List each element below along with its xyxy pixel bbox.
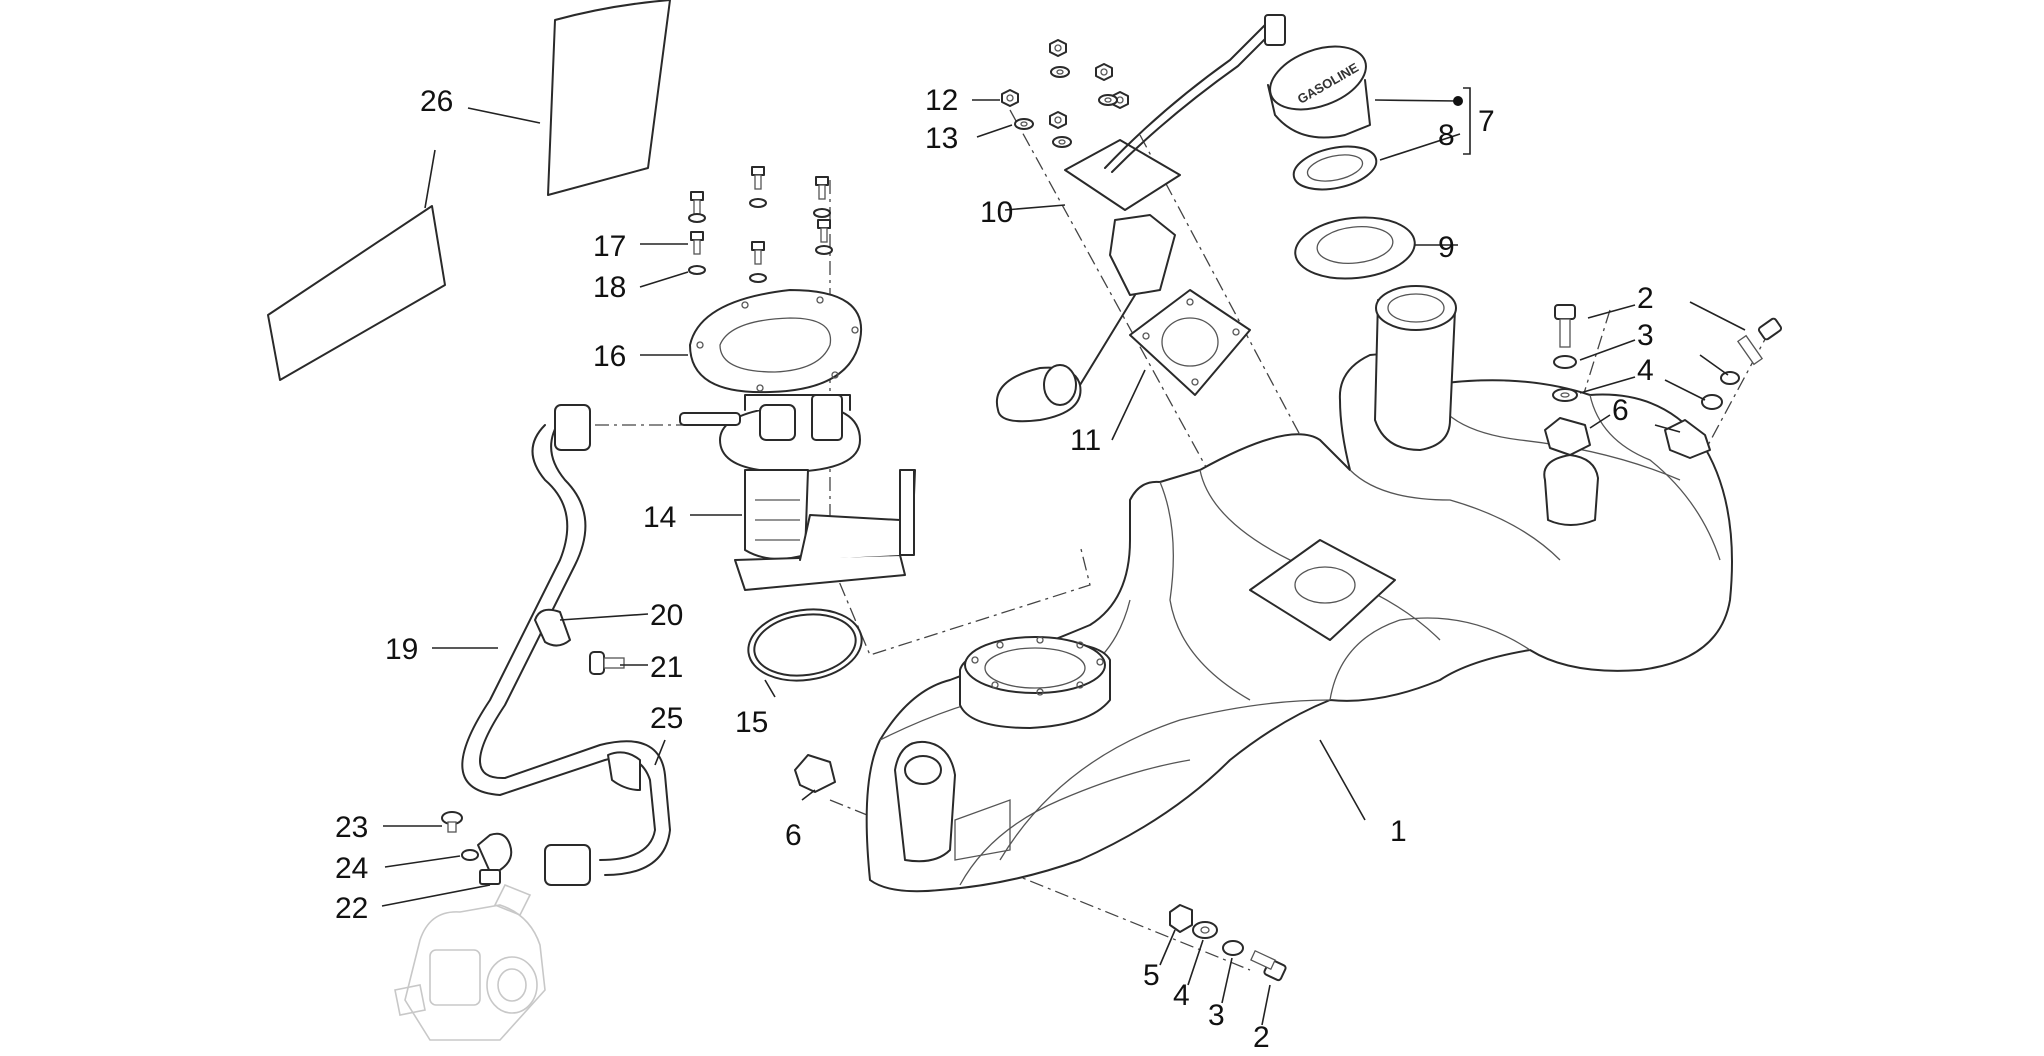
callout-19: 19 <box>385 633 418 666</box>
callout-2-upper: 2 <box>1637 282 1654 315</box>
part-4-washer-lower <box>1192 921 1218 939</box>
part-22-hose-clamp <box>477 832 513 885</box>
part-24-washer <box>461 849 479 861</box>
part-4-washer-upper-left <box>1552 388 1578 402</box>
part-15-o-ring <box>747 608 863 682</box>
callout-12: 12 <box>925 84 958 117</box>
part-10-fuel-level-sender <box>995 14 1286 423</box>
part-20-clip <box>534 608 571 647</box>
callout-17: 17 <box>593 230 626 263</box>
callout-dot <box>1453 96 1463 106</box>
callout-3-upper: 3 <box>1637 319 1654 352</box>
part-2-bolt-upper-right <box>1736 317 1783 366</box>
part-17-18-screws <box>688 166 833 283</box>
part-6-speed-nut-upper <box>1544 417 1591 456</box>
part-3-washer-lower <box>1222 940 1244 956</box>
part-16-pump-gasket <box>689 289 863 394</box>
part-23-screw <box>441 811 463 833</box>
part-1-fuel-tank <box>865 285 1733 893</box>
callout-8: 8 <box>1438 119 1455 152</box>
callout-2-lower: 2 <box>1253 1021 1270 1054</box>
part-7-fuel-cap: GASOLINE <box>1267 45 1371 139</box>
callout-5: 5 <box>1143 959 1160 992</box>
part-6-speed-nut-lower <box>794 754 836 793</box>
callout-1: 1 <box>1390 815 1407 848</box>
leader-lines <box>381 87 1746 1026</box>
part-19-fuel-hose <box>461 404 671 886</box>
callout-labels: 1 2 2 3 3 4 4 5 6 6 7 8 9 10 11 12 13 14… <box>335 84 1654 1054</box>
callout-13: 13 <box>925 122 958 155</box>
part-21-screw <box>589 651 625 675</box>
callout-11: 11 <box>1070 424 1101 457</box>
callout-3-lower: 3 <box>1208 999 1225 1032</box>
part-3-washer-upper-left <box>1553 355 1577 369</box>
callout-21: 21 <box>650 651 683 684</box>
part-6-speed-nut-right <box>1664 419 1711 459</box>
part-3-washer-upper-right <box>1720 371 1740 385</box>
part-5-spacer-lower <box>1169 904 1193 933</box>
callout-6-upper: 6 <box>1612 394 1629 427</box>
callout-7: 7 <box>1478 105 1495 138</box>
part-2-bolt-lower <box>1250 949 1287 982</box>
callout-10: 10 <box>980 196 1013 229</box>
callout-14: 14 <box>643 501 676 534</box>
part-9-filler-seal <box>1294 216 1416 280</box>
callout-25: 25 <box>650 702 683 735</box>
callout-4-upper: 4 <box>1637 354 1654 387</box>
callout-4-lower: 4 <box>1173 979 1190 1012</box>
part-11-sender-gasket <box>1129 289 1251 396</box>
callout-18: 18 <box>593 271 626 304</box>
callout-16: 16 <box>593 340 626 373</box>
part-14-fuel-pump <box>679 394 916 591</box>
part-4-washer-upper-right <box>1701 394 1723 410</box>
callout-6-lower: 6 <box>785 819 802 852</box>
callout-26: 26 <box>420 85 453 118</box>
part-8-cap-seal <box>1292 145 1378 191</box>
part-26-label-sheets <box>267 0 671 381</box>
callout-9: 9 <box>1438 231 1455 264</box>
callout-15: 15 <box>735 706 768 739</box>
callout-23: 23 <box>335 811 368 844</box>
callout-20: 20 <box>650 599 683 632</box>
throttle-body-outline <box>394 883 546 1041</box>
callout-22: 22 <box>335 892 368 925</box>
callout-24: 24 <box>335 852 368 885</box>
part-2-bolt-upper-left <box>1554 304 1576 348</box>
part-12-13-nuts-washers <box>1001 39 1129 148</box>
